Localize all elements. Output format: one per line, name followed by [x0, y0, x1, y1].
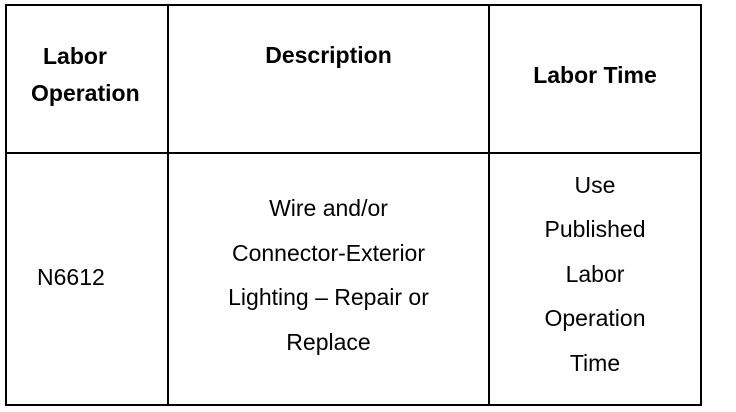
header-labor-operation: Labor Operation [7, 38, 167, 112]
labor-time-line-2: Published [544, 216, 646, 243]
cell-description: Wire and/or Connector-Exterior Lighting … [167, 152, 490, 406]
labor-time-line-4: Operation [544, 305, 646, 332]
header-cell-labor-time: Labor Time [488, 4, 702, 154]
labor-operation-table: Labor Operation Description Labor Time N… [5, 4, 702, 406]
table-row: N6612 Wire and/or Connector-Exterior Lig… [5, 152, 702, 406]
header-labor-operation-line2: Operation [31, 80, 140, 106]
header-labor-operation-line1: Labor [43, 43, 107, 69]
labor-time-line-5: Time [569, 349, 621, 376]
header-cell-description: Description [167, 4, 490, 154]
description-line-3: Lighting – Repair or [228, 284, 429, 310]
labor-time-line-1: Use [574, 171, 616, 198]
header-cell-labor-operation: Labor Operation [5, 4, 169, 154]
header-labor-time: Labor Time [533, 61, 657, 88]
description-line-1: Wire and/or [269, 195, 388, 221]
labor-time-line-3: Labor [565, 260, 625, 287]
labor-time-text: Use Published Labor Operation Time [490, 163, 700, 386]
labor-operation-code: N6612 [37, 263, 105, 290]
description-line-4: Replace [286, 328, 371, 355]
header-description: Description [265, 42, 392, 68]
description-line-2: Connector-Exterior [231, 239, 426, 266]
description-text: Wire and/or Connector-Exterior Lighting … [169, 186, 488, 364]
cell-labor-operation: N6612 [5, 152, 169, 406]
table-header-row: Labor Operation Description Labor Time [5, 4, 702, 154]
cell-labor-time: Use Published Labor Operation Time [488, 152, 702, 406]
